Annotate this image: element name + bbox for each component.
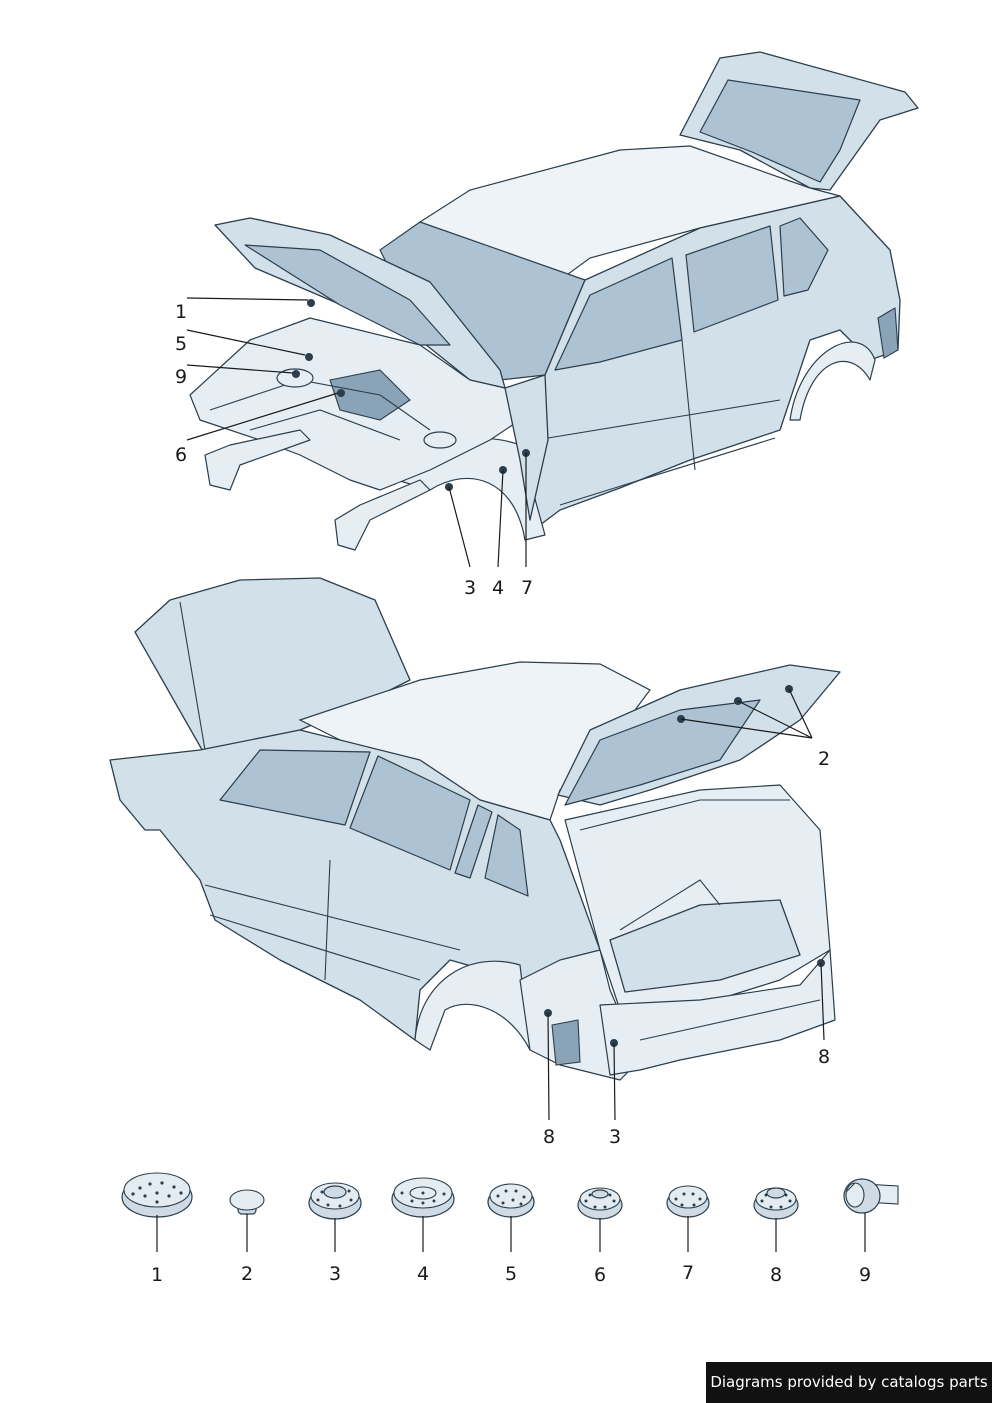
front-view-callouts: 1 5 9 6 3 4 7 <box>175 301 533 599</box>
callout-8-right: 8 <box>818 1046 830 1068</box>
credit-banner: Diagrams provided by catalogs parts <box>706 1362 992 1403</box>
part-number-6: 6 <box>594 1264 606 1286</box>
parts-numbers: 1 2 3 4 5 6 7 8 9 <box>151 1262 871 1286</box>
grommet-icon <box>487 1183 535 1218</box>
callout-5: 5 <box>175 333 187 355</box>
part-number-2: 2 <box>241 1263 253 1285</box>
adhesive-tape-roll-icon <box>843 1178 899 1214</box>
part-number-8: 8 <box>770 1264 782 1286</box>
part-number-9: 9 <box>859 1264 871 1286</box>
rear-view-callouts: 2 8 8 3 <box>543 748 830 1148</box>
large-grommet-icon <box>391 1177 455 1218</box>
part-number-1: 1 <box>151 1264 163 1286</box>
stepped-grommet-icon <box>308 1182 362 1220</box>
part-number-4: 4 <box>417 1263 429 1285</box>
stepped-grommet-icon <box>753 1187 799 1220</box>
parts-leader-lines <box>156 1213 866 1252</box>
small-grommet-icon <box>666 1185 710 1218</box>
callout-8-left: 8 <box>543 1126 555 1148</box>
callout-6: 6 <box>175 444 187 466</box>
front-view-plug-markers <box>292 299 530 491</box>
callout-4: 4 <box>492 577 504 599</box>
callout-1: 1 <box>175 301 187 323</box>
part-number-5: 5 <box>505 1263 517 1285</box>
large-grommet-icon <box>121 1172 193 1218</box>
callout-2: 2 <box>818 748 830 770</box>
cap-plug-icon <box>229 1189 265 1215</box>
part-number-3: 3 <box>329 1263 341 1285</box>
callout-3-rear: 3 <box>609 1126 621 1148</box>
rear-view-body-illustration <box>109 577 841 1081</box>
grommet-icon <box>577 1187 623 1220</box>
parts-row <box>121 1172 899 1220</box>
callout-3: 3 <box>464 577 476 599</box>
front-view-leader-lines <box>186 297 527 568</box>
part-number-7: 7 <box>682 1262 694 1284</box>
callout-9: 9 <box>175 366 187 388</box>
rear-view-leader-lines <box>547 688 825 1121</box>
callout-7: 7 <box>521 577 533 599</box>
front-view-body-illustration <box>189 51 919 551</box>
